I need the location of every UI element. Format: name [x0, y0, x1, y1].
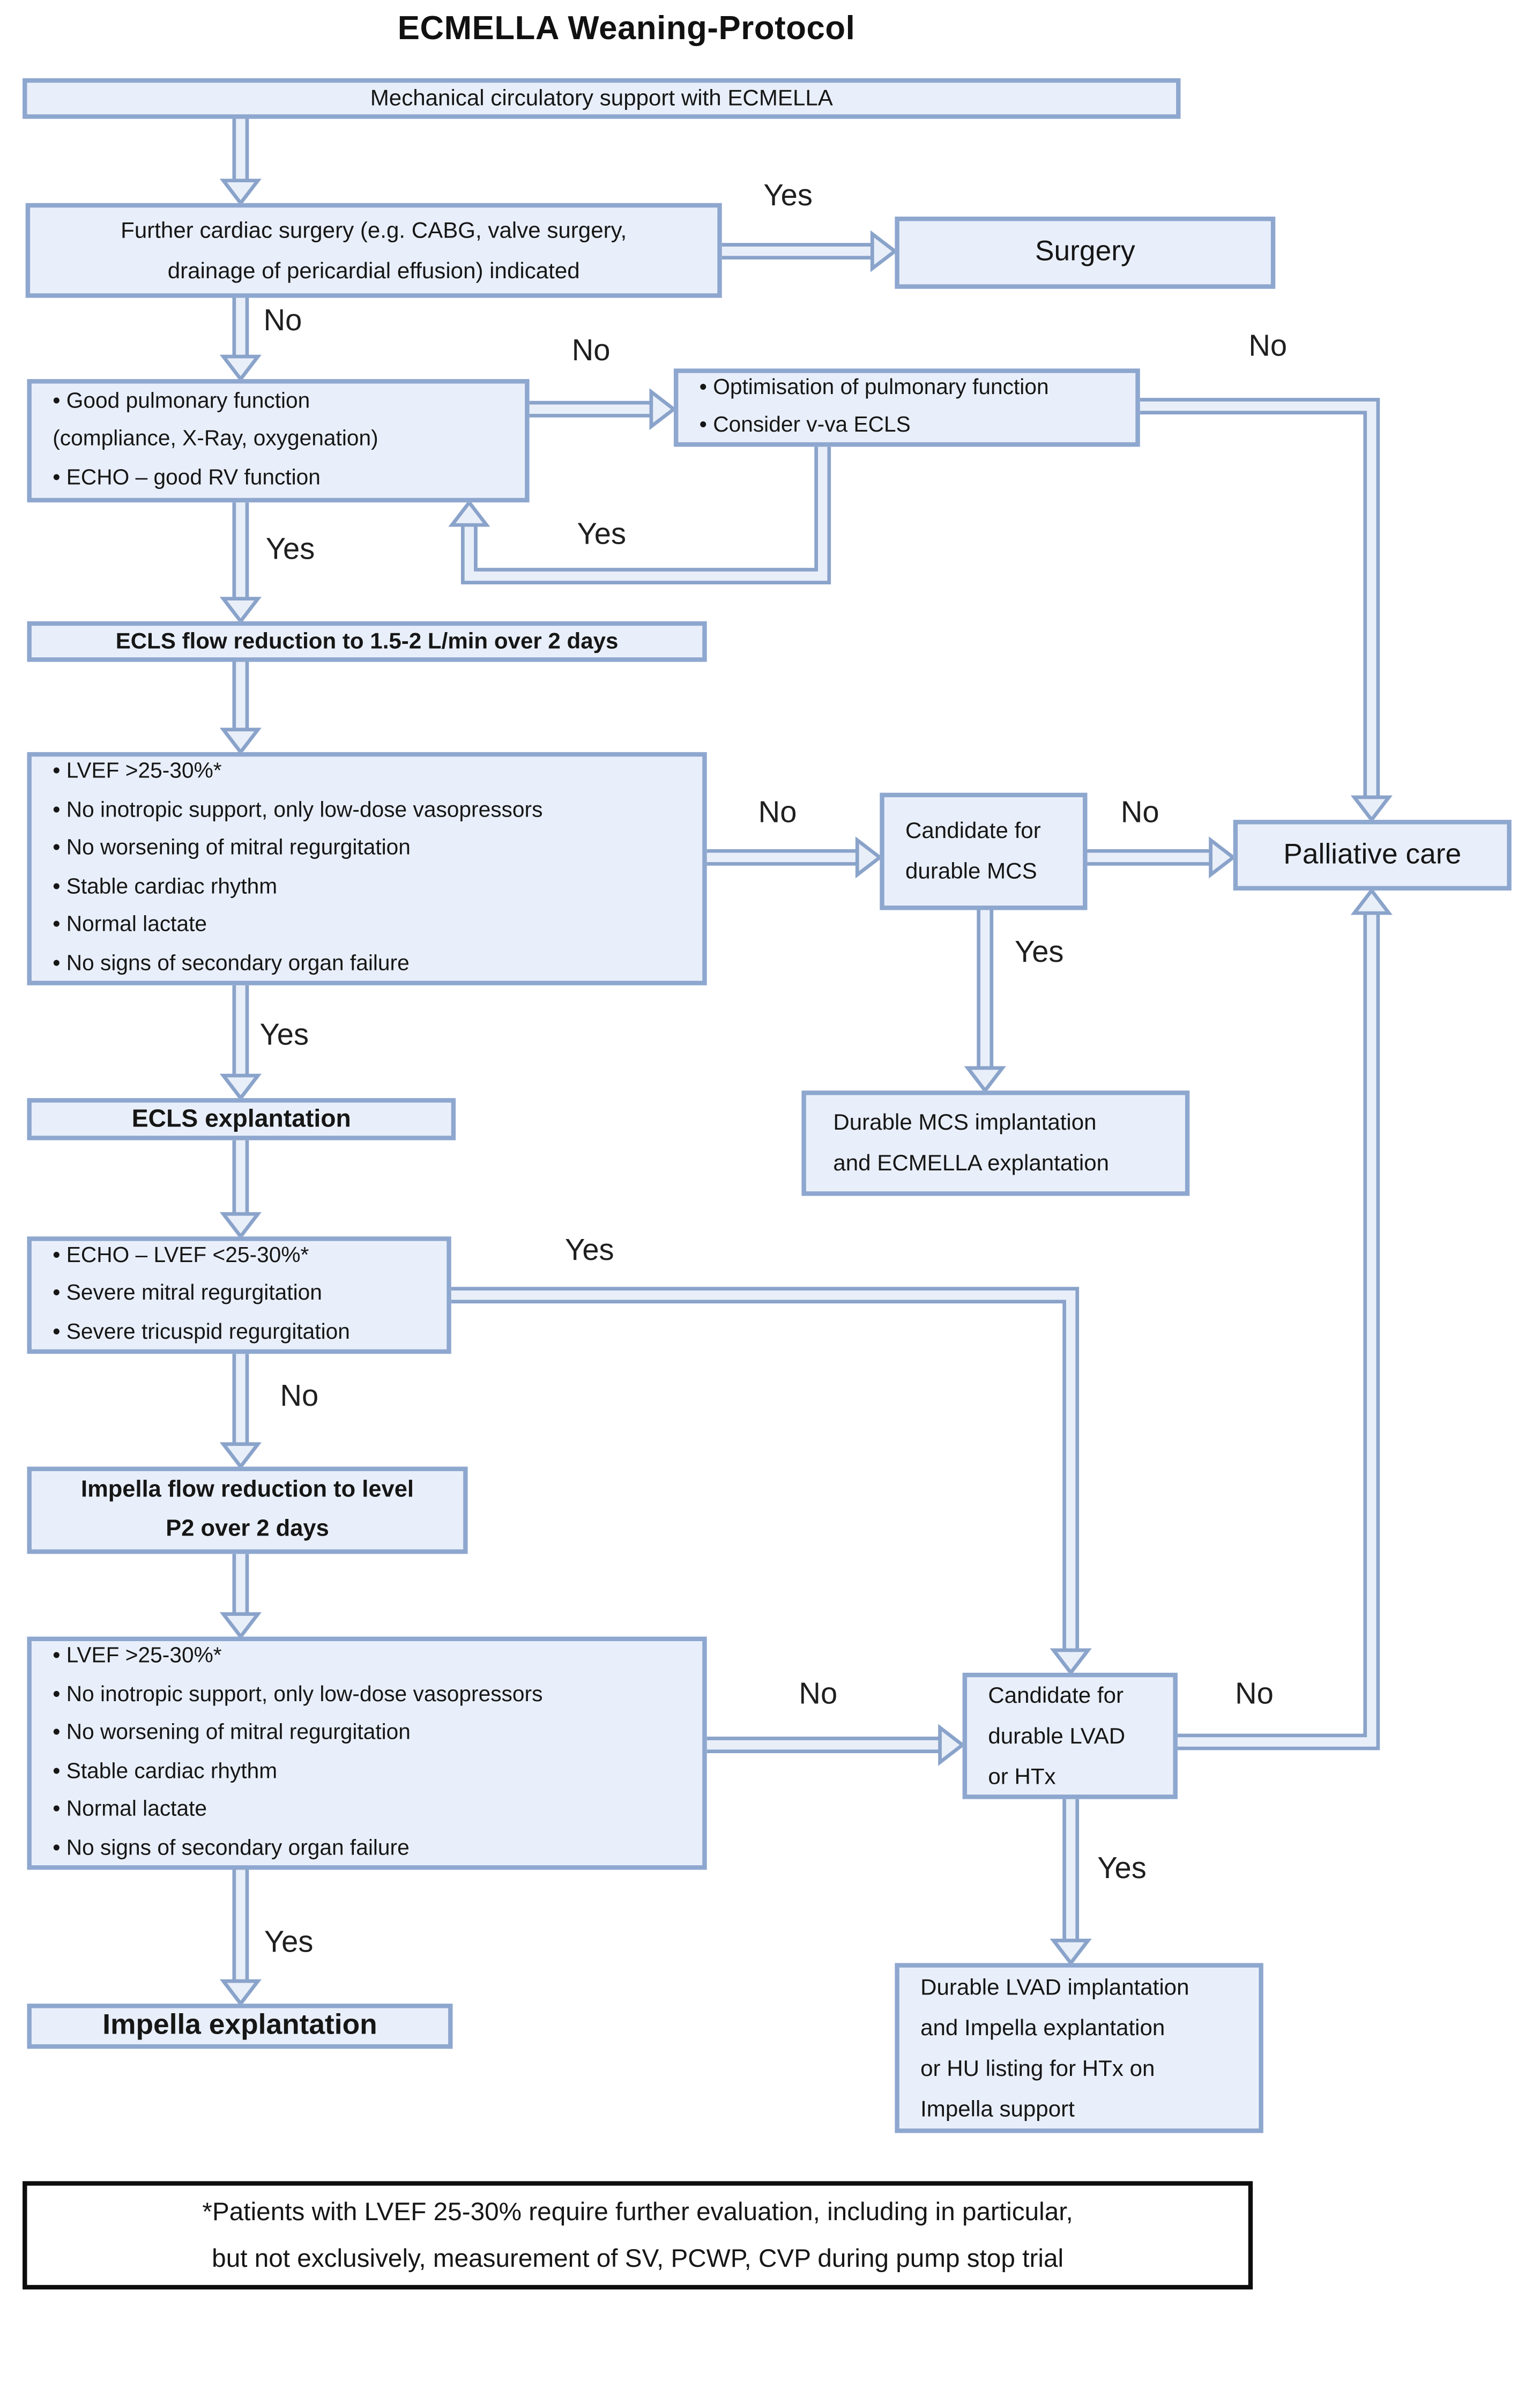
arrowhead-icon	[219, 1979, 262, 2007]
connector-optimisation-to-palliative-top	[1140, 398, 1393, 823]
edge-label-no-echo: No	[280, 1380, 319, 1413]
connector-candidatelvad-to-palliative-bottom	[1177, 887, 1393, 1750]
arrowhead-icon	[219, 1612, 262, 1640]
connector-mechanical-to-further	[219, 117, 262, 206]
arrowhead-icon	[219, 179, 262, 206]
connector-criteria1-to-eclsexplant	[219, 985, 262, 1101]
arrowhead-icon	[1209, 836, 1237, 879]
node-candidate-durable-lvad: Candidate for durable LVAD or HTx	[962, 1672, 1178, 1799]
node-candidate-durable-mcs: Candidate for durable MCS	[880, 792, 1088, 910]
node-pulmonary-check: • Good pulmonary function (compliance, X…	[27, 379, 530, 503]
connector-criteria1-to-candidatemcs	[706, 836, 883, 879]
edge-label-no-candidate-mcs: No	[1120, 796, 1159, 830]
node-echo-check: • ECHO – LVEF <25-30%* • Severe mitral r…	[27, 1236, 451, 1354]
node-further-cardiac-surgery: Further cardiac surgery (e.g. CABG, valv…	[25, 203, 722, 298]
node-mechanical-support: Mechanical circulatory support with ECME…	[23, 78, 1181, 119]
arrowhead-icon	[1350, 795, 1393, 823]
edge-label-yes-feedback: Yes	[577, 518, 627, 552]
arrowhead-icon	[219, 354, 262, 382]
connector-echo-to-candidatelvad	[451, 1287, 1092, 1676]
arrowhead-icon	[964, 1066, 1006, 1094]
edge-label-yes-pulmonary: Yes	[265, 533, 315, 567]
arrowhead-icon	[649, 388, 677, 431]
node-impella-flow-reduction: Impella flow reduction to level P2 over …	[27, 1466, 468, 1554]
connector-echo-to-impellaflow	[219, 1354, 262, 1470]
connector-eclsflow-to-criteria1	[219, 662, 262, 755]
connector-candidatemcs-to-palliative	[1087, 836, 1237, 879]
arrowhead-icon	[870, 230, 898, 272]
node-impella-explantation: Impella explantation	[27, 2004, 453, 2049]
connector-optimisation-feedback	[448, 447, 831, 585]
arrowhead-icon	[219, 1212, 262, 1240]
connector-criteria2-to-impellaexplant	[219, 1870, 262, 2007]
edge-label-yes-echo: Yes	[565, 1234, 614, 1267]
edge-label-yes-to-surgery: Yes	[763, 180, 813, 213]
node-palliative-care: Palliative care	[1233, 820, 1512, 891]
arrowhead-icon	[855, 836, 883, 879]
node-surgery: Surgery	[895, 217, 1276, 289]
node-ecls-explantation: ECLS explantation	[27, 1098, 456, 1140]
arrowhead-icon	[219, 597, 262, 625]
node-ecls-flow-reduction: ECLS flow reduction to 1.5-2 L/min over …	[27, 621, 707, 662]
edge-label-no-candidate-lvad: No	[1235, 1678, 1274, 1711]
edge-label-no-pulmonary: No	[571, 335, 611, 368]
connector-further-to-surgery	[721, 230, 898, 272]
connector-impellaflow-to-criteria2	[219, 1554, 262, 1640]
edge-label-no-optimisation: No	[1248, 330, 1288, 364]
node-durable-mcs-implantation: Durable MCS implantation and ECMELLA exp…	[801, 1091, 1190, 1196]
connector-candidatemcs-to-durablemcs	[964, 910, 1006, 1094]
connector-eclsexplant-to-echo	[219, 1140, 262, 1240]
arrowhead-icon	[219, 728, 262, 755]
arrowhead-icon	[448, 499, 490, 527]
edge-label-no-further-surgery: No	[263, 305, 302, 338]
connector-further-to-pulmonary	[219, 298, 262, 382]
connector-candidatelvad-to-durablelvad	[1050, 1799, 1092, 1966]
arrowhead-icon	[1050, 1648, 1092, 1676]
node-optimisation-pulmonary: • Optimisation of pulmonary function • C…	[673, 368, 1140, 447]
arrowhead-icon	[938, 1724, 966, 1766]
arrowhead-icon	[1050, 1938, 1092, 1966]
page-title: ECMELLA Weaning-Protocol	[397, 9, 855, 47]
node-durable-lvad-implantation: Durable LVAD implantation and Impella ex…	[895, 1963, 1263, 2133]
connector-pulmonary-to-eclsflow	[219, 502, 262, 625]
arrowhead-icon	[1350, 887, 1393, 915]
node-wean-criteria-impella: • LVEF >25-30%* • No inotropic support, …	[27, 1636, 707, 1870]
arrowhead-icon	[219, 1442, 262, 1470]
connector-criteria2-to-candidatelvad	[706, 1724, 966, 1766]
edge-label-yes-criteria-impella: Yes	[264, 1926, 314, 1960]
edge-label-no-criteria-ecls: No	[758, 796, 797, 830]
node-wean-criteria-ecls: • LVEF >25-30%* • No inotropic support, …	[27, 752, 707, 985]
arrowhead-icon	[219, 1073, 262, 1101]
footnote-box: *Patients with LVEF 25-30% require furth…	[23, 2181, 1253, 2290]
edge-label-no-criteria-impella: No	[799, 1678, 838, 1711]
edge-label-yes-candidate-mcs: Yes	[1014, 936, 1064, 970]
edge-label-yes-criteria-ecls: Yes	[259, 1019, 309, 1052]
edge-label-yes-candidate-lvad: Yes	[1097, 1852, 1147, 1886]
connector-pulmonary-to-optimisation	[529, 388, 677, 431]
